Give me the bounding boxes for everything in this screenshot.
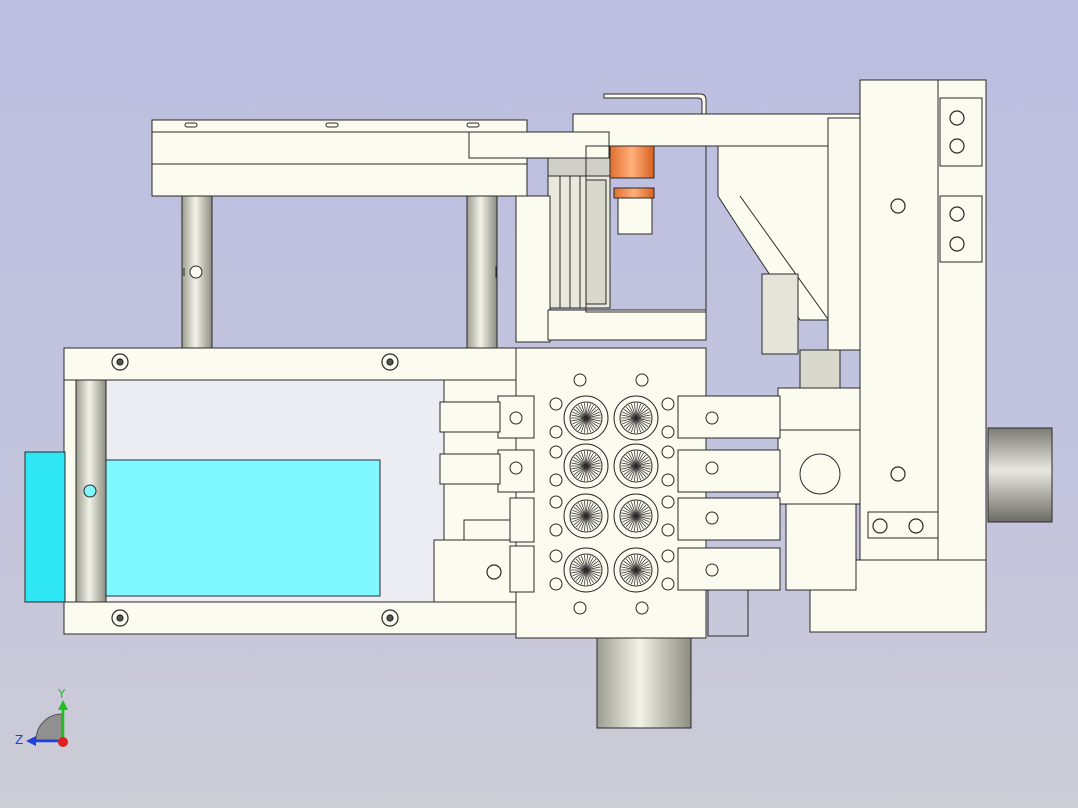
bolt (661, 577, 675, 591)
radial-fitting (613, 493, 659, 539)
bottom-shaft (596, 637, 692, 729)
hole (705, 511, 719, 525)
hole (509, 461, 523, 475)
upper-bracket (468, 93, 862, 343)
gusset (717, 145, 841, 391)
bolt (661, 425, 675, 439)
bolt (635, 601, 649, 615)
hole (705, 563, 719, 577)
y-axis-label: Y (57, 687, 66, 701)
right-frame (809, 79, 987, 633)
radial-fitting (613, 443, 659, 489)
bolt (635, 373, 649, 387)
bolt (549, 577, 563, 591)
mid-right-bracket (777, 387, 861, 591)
x-axis-dot (58, 737, 68, 747)
bolt (661, 549, 675, 563)
bolt (549, 445, 563, 459)
bolt (549, 523, 563, 537)
bolt (549, 549, 563, 563)
frame-holes (872, 110, 965, 534)
bolt (573, 601, 587, 615)
bolt (549, 495, 563, 509)
bolt (573, 373, 587, 387)
bolt (661, 473, 675, 487)
radial-fitting (563, 493, 609, 539)
bolt (661, 445, 675, 459)
z-axis-label: Z (15, 733, 23, 747)
radial-fitting (563, 395, 609, 441)
radial-fitting (613, 547, 659, 593)
guide-shafts (181, 195, 498, 349)
housing-screws (111, 353, 502, 627)
top-plate (151, 119, 528, 197)
radial-fitting (563, 547, 609, 593)
bolt (549, 425, 563, 439)
right-boss (987, 427, 1053, 523)
copper-spring (609, 145, 655, 235)
radial-fitting (563, 443, 609, 489)
bolt (661, 523, 675, 537)
valve-fittings (509, 373, 719, 615)
bolt (549, 397, 563, 411)
hole (705, 411, 719, 425)
axis-triad[interactable]: Y Z (15, 687, 68, 747)
hole (509, 411, 523, 425)
bolt (549, 473, 563, 487)
radial-fitting (613, 395, 659, 441)
hole (705, 461, 719, 475)
sensor-window (24, 451, 381, 603)
bolt (661, 397, 675, 411)
bolt (661, 495, 675, 509)
